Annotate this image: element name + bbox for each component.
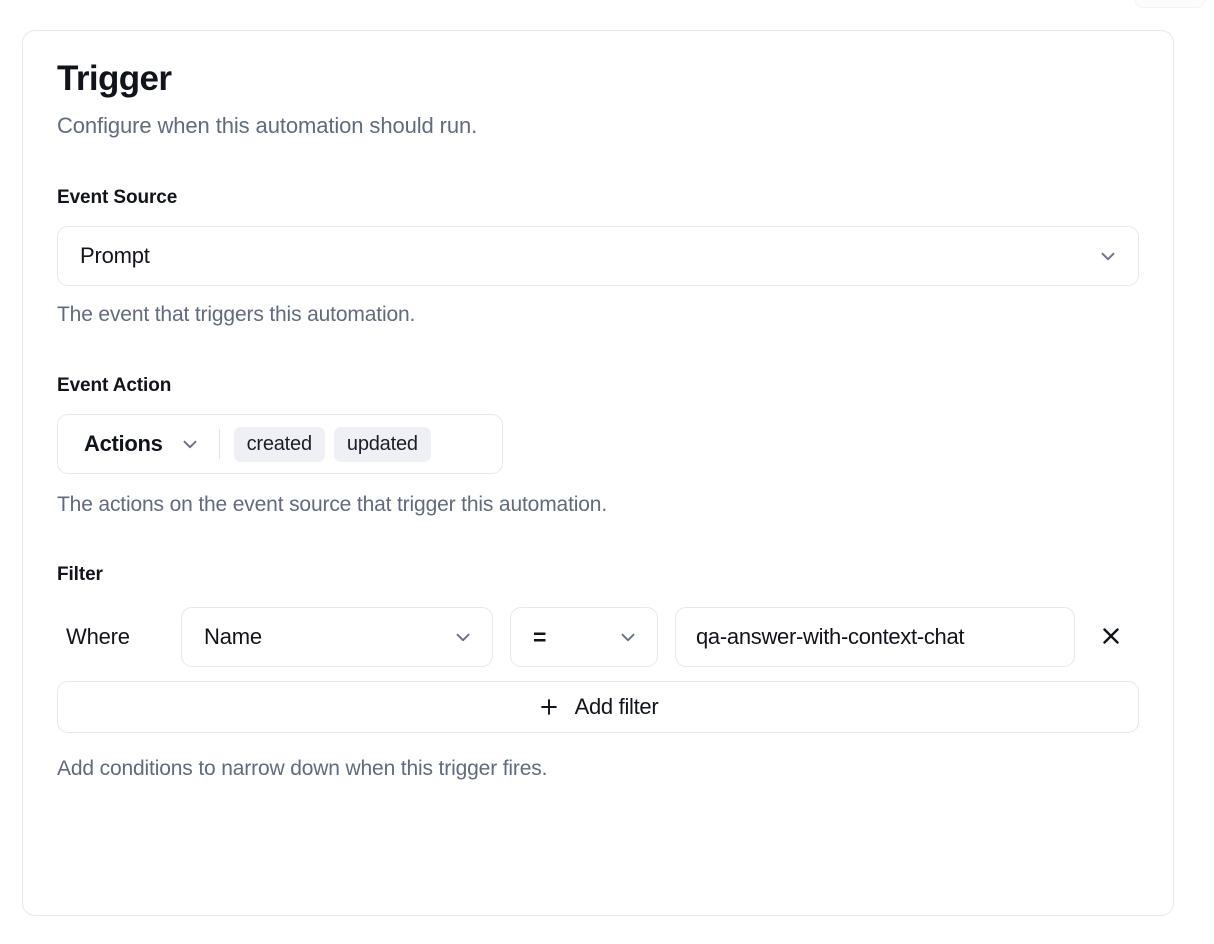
filter-value-input[interactable]: qa-answer-with-context-chat <box>675 607 1075 668</box>
event-source-select[interactable]: Prompt <box>57 226 1139 287</box>
chevron-down-icon <box>617 626 639 648</box>
chevron-down-icon <box>179 433 201 455</box>
event-action-group: Event Action Actions created updated The… <box>57 375 1139 517</box>
event-action-help: The actions on the event source that tri… <box>57 493 608 517</box>
event-source-help: The event that triggers this automation. <box>57 303 416 327</box>
filter-field-value: Name <box>204 624 262 650</box>
trigger-card: Trigger Configure when this automation s… <box>22 30 1174 916</box>
event-action-chip[interactable]: updated <box>333 426 431 462</box>
page-subtitle: Configure when this automation should ru… <box>57 113 478 139</box>
event-action-dropdown-label: Actions <box>84 431 163 457</box>
add-filter-button[interactable]: Add filter <box>57 681 1139 734</box>
event-action-label: Event Action <box>57 375 172 397</box>
event-action-dropdown-trigger[interactable]: Actions <box>84 431 219 457</box>
event-action-chip-list: created updated <box>233 426 431 462</box>
divider <box>218 429 220 460</box>
event-action-chip[interactable]: created <box>233 426 325 462</box>
plus-icon <box>538 696 560 718</box>
event-source-group: Event Source Prompt The event that trigg… <box>57 187 1139 327</box>
close-icon <box>1099 624 1123 651</box>
event-source-label: Event Source <box>57 187 178 209</box>
filter-row: Where Name = qa-answer-with-context-chat <box>57 607 1139 668</box>
filter-group: Filter Where Name = qa-answer-with-conte… <box>57 564 1139 781</box>
filter-label: Filter <box>57 564 103 586</box>
filter-help: Add conditions to narrow down when this … <box>57 757 548 781</box>
event-action-control: Actions created updated <box>57 414 503 475</box>
page-title: Trigger <box>57 59 172 98</box>
filter-operator-value: = <box>533 623 547 650</box>
remove-filter-button[interactable] <box>1089 615 1133 659</box>
filter-operator-select[interactable]: = <box>510 607 658 668</box>
clipped-top-element <box>1134 0 1206 8</box>
event-source-value: Prompt <box>80 243 150 269</box>
chevron-down-icon <box>1097 245 1119 267</box>
chevron-down-icon <box>452 626 474 648</box>
filter-field-select[interactable]: Name <box>181 607 493 668</box>
add-filter-label: Add filter <box>574 694 659 720</box>
filter-where-label: Where <box>66 624 130 650</box>
